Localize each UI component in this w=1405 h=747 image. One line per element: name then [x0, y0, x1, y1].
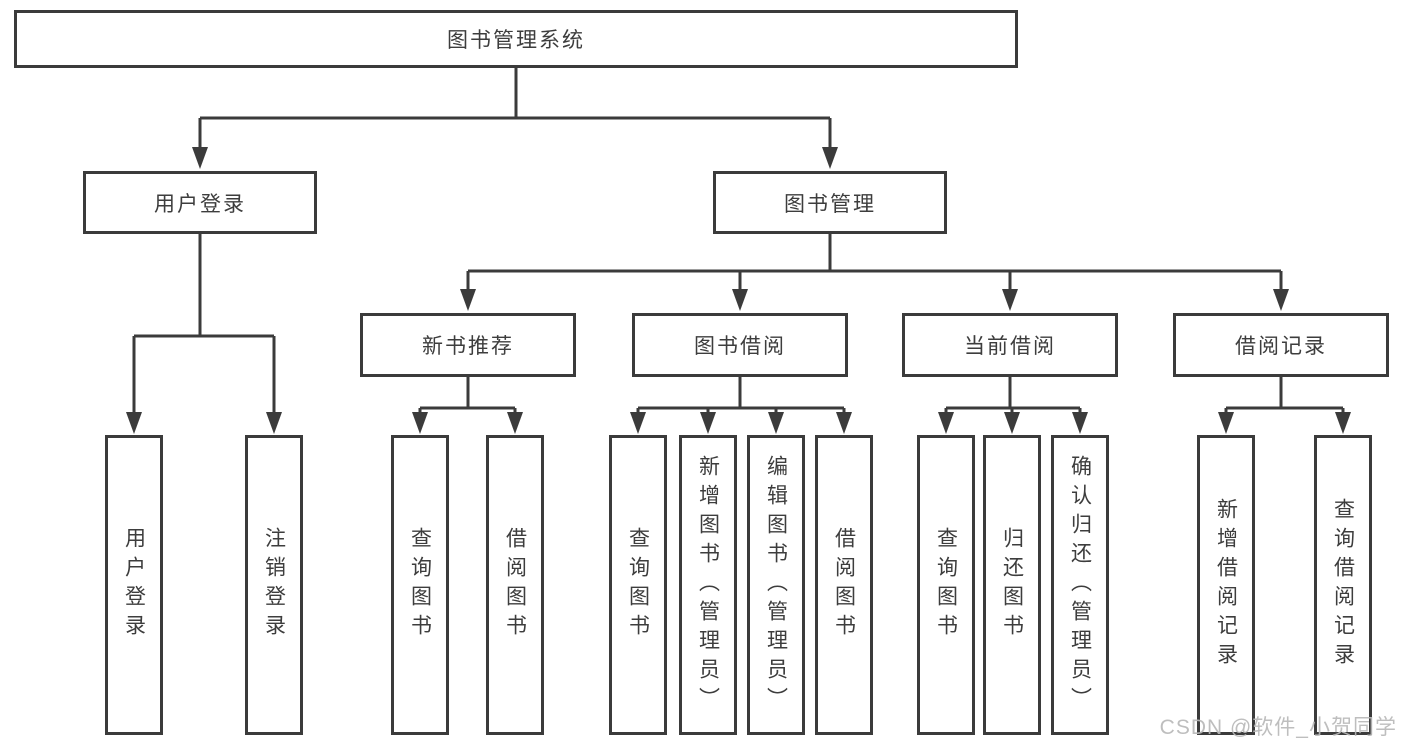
leaf-user-login: 用户登录 [105, 435, 163, 735]
node-label: 注销登录 [262, 527, 286, 643]
leaf-borrowing-query-books: 查询图书 [609, 435, 667, 735]
node-label: 编辑图书（管理员） [764, 454, 788, 716]
arrow-down-icon [1002, 289, 1018, 311]
arrow-down-icon [836, 412, 852, 434]
arrow-down-icon [266, 412, 282, 434]
node-label: 归还图书 [1000, 527, 1024, 643]
node-book-borrowing: 图书借阅 [632, 313, 848, 377]
node-label: 用户登录 [154, 192, 246, 216]
arrow-down-icon [412, 412, 428, 434]
node-borrowing-records: 借阅记录 [1173, 313, 1389, 377]
node-label: 查询借阅记录 [1331, 498, 1355, 672]
arrow-down-icon [938, 412, 954, 434]
arrow-down-icon [1072, 412, 1088, 434]
arrow-down-icon [1335, 412, 1351, 434]
node-label: 新增借阅记录 [1214, 498, 1238, 672]
arrow-down-icon [732, 289, 748, 311]
arrow-down-icon [507, 412, 523, 434]
node-label: 图书借阅 [694, 335, 786, 358]
node-label: 查询图书 [626, 527, 650, 643]
leaf-borrowing-edit-books-admin: 编辑图书（管理员） [747, 435, 805, 735]
arrow-down-icon [768, 412, 784, 434]
node-label: 借阅图书 [503, 527, 527, 643]
connector-userlogin-to-leaves [126, 234, 282, 434]
connector-currentborrow-to-leaves [938, 377, 1088, 434]
arrow-down-icon [630, 412, 646, 434]
node-label: 查询图书 [934, 527, 958, 643]
node-label: 确认归还（管理员） [1068, 454, 1092, 716]
leaf-newbook-borrow-books: 借阅图书 [486, 435, 544, 735]
node-current-borrowing: 当前借阅 [902, 313, 1118, 377]
node-system-root: 图书管理系统 [14, 10, 1018, 68]
node-label: 借阅图书 [832, 527, 856, 643]
arrow-down-icon [126, 412, 142, 434]
csdn-watermark: CSDN @软件_小贺同学 [1159, 716, 1397, 739]
leaf-logout: 注销登录 [245, 435, 303, 735]
node-label: 查询图书 [408, 527, 432, 643]
node-label: 新增图书（管理员） [696, 454, 720, 716]
node-label: 用户登录 [122, 527, 146, 643]
connector-bookborrow-to-leaves [630, 377, 852, 434]
node-label: 新书推荐 [422, 335, 514, 358]
connector-root-to-level2 [192, 68, 838, 169]
leaf-current-query-books: 查询图书 [917, 435, 975, 735]
leaf-borrowing-add-books-admin: 新增图书（管理员） [679, 435, 737, 735]
leaf-current-return-books: 归还图书 [983, 435, 1041, 735]
leaf-borrowing-borrow-books: 借阅图书 [815, 435, 873, 735]
arrow-down-icon [700, 412, 716, 434]
node-label: 图书管理 [784, 192, 876, 216]
arrow-down-icon [1004, 412, 1020, 434]
arrow-down-icon [822, 147, 838, 169]
connector-newbook-to-leaves [412, 377, 523, 434]
leaf-current-confirm-return-admin: 确认归还（管理员） [1051, 435, 1109, 735]
arrow-down-icon [1273, 289, 1289, 311]
node-label: 图书管理系统 [447, 29, 585, 52]
arrow-down-icon [460, 289, 476, 311]
arrow-down-icon [192, 147, 208, 169]
node-user-login-module: 用户登录 [83, 171, 317, 234]
node-book-management-module: 图书管理 [713, 171, 947, 234]
node-label: 借阅记录 [1235, 335, 1327, 358]
leaf-records-add-borrow-record: 新增借阅记录 [1197, 435, 1255, 735]
leaf-newbook-query-books: 查询图书 [391, 435, 449, 735]
leaf-records-query-borrow-record: 查询借阅记录 [1314, 435, 1372, 735]
connector-bookmgmt-to-level3 [460, 234, 1289, 311]
arrow-down-icon [1218, 412, 1234, 434]
node-label: 当前借阅 [964, 335, 1056, 358]
node-new-book-recommendation: 新书推荐 [360, 313, 576, 377]
connector-borrowrecord-to-leaves [1218, 377, 1351, 434]
